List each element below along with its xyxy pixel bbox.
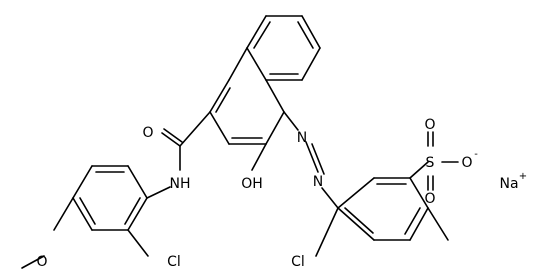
charge-label-o-anion: -: [474, 149, 478, 160]
atom-label-oh: OH: [241, 176, 263, 192]
azo-linkage: [283, 111, 339, 209]
atom-label-o-sulfonyl-top: O: [424, 117, 435, 133]
atom-label-o-methoxy: O: [36, 254, 47, 270]
chloro-methoxyphenyl-ring: [21, 165, 149, 269]
sulfonated-chlorotoluene-ring: [315, 161, 449, 257]
atom-label-n-azo-lower: N: [313, 174, 323, 190]
atom-label-nh: NH: [170, 176, 191, 192]
atom-label-s: S: [426, 155, 435, 171]
amide-group: [146, 111, 211, 199]
atom-label-o-carbonyl: O: [142, 125, 153, 141]
sulfonyl-bonds: [427, 131, 459, 191]
atom-label-na: Na: [499, 176, 518, 192]
charge-label-na: +: [519, 171, 527, 182]
naphthalene-lower-ring: [209, 47, 285, 145]
atom-label-cl-left: Cl: [167, 254, 181, 270]
naphthalene-upper-ring: [246, 15, 321, 81]
atom-label-n-azo-upper: N: [297, 130, 307, 146]
hydroxy-bond: [251, 143, 267, 171]
atom-label-o-sulfonyl-bottom: O: [424, 191, 435, 207]
atom-label-cl-right: Cl: [291, 254, 305, 270]
atom-label-o-anion: O: [461, 155, 472, 171]
